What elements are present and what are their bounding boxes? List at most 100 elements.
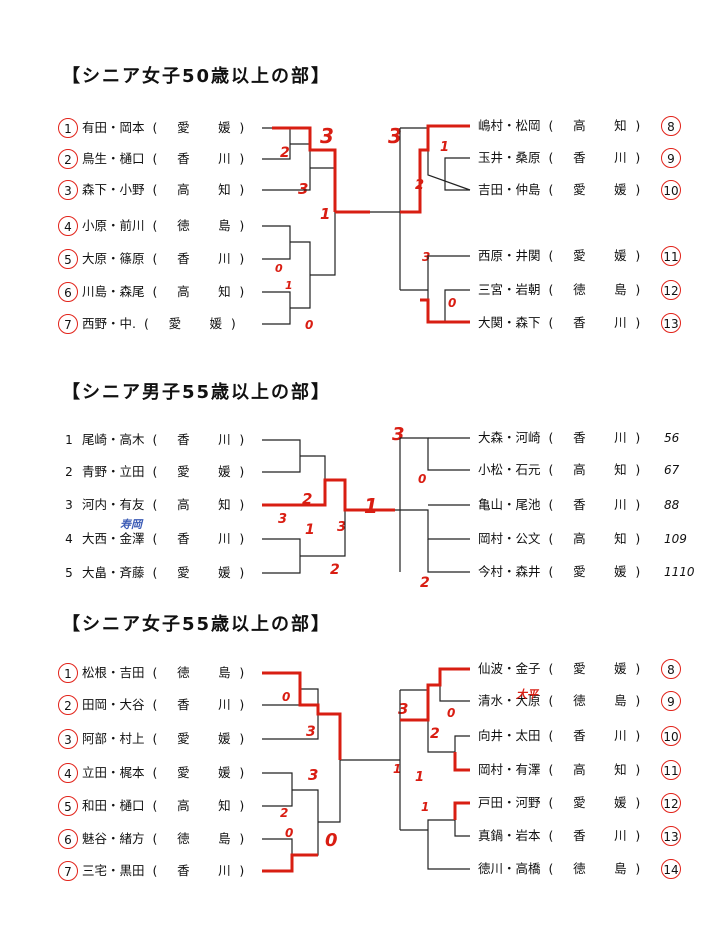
handwritten-score: 3: [320, 124, 334, 148]
handwritten-score: 2: [430, 726, 440, 742]
entry-right: 嶋村・松岡(高知): [478, 116, 640, 136]
player-names: 有田・岡本: [82, 120, 145, 135]
entry-left: 鳥生・樋口(香川): [82, 149, 244, 169]
bracket-right: [439, 668, 470, 702]
entry-left: 尾崎・高木(香川): [82, 430, 244, 450]
prefecture-char: 川: [218, 432, 231, 447]
section-title: 【シニア男子55歳以上の部】: [62, 382, 332, 403]
player-names: 大畠・斉藤: [82, 565, 145, 580]
bracket-left: [262, 538, 301, 574]
prefecture-char: 愛: [177, 565, 190, 580]
bracket-right: [427, 684, 455, 753]
bracket-right: [427, 819, 470, 870]
bracket-left: [262, 127, 291, 160]
seed-number: 5: [58, 796, 78, 816]
prefecture-char: 徳: [573, 861, 586, 876]
section-title: 【シニア女子50歳以上の部】: [62, 66, 332, 87]
seed-number: 12: [661, 280, 681, 300]
prefecture-char: 徳: [177, 218, 190, 233]
bracket-right: [427, 255, 470, 323]
prefecture-char: 川: [614, 497, 627, 512]
prefecture-char: 愛: [177, 120, 190, 135]
prefecture-char: 川: [218, 863, 231, 878]
seed-number: 88: [664, 498, 680, 512]
handwritten-score: 1: [440, 140, 450, 155]
handwritten-score: 1: [421, 800, 430, 814]
prefecture-char: 愛: [168, 316, 182, 331]
entry-left: 有田・岡本(愛媛): [82, 118, 244, 138]
entry-left: 河内・有友(高知): [82, 495, 244, 515]
entry-left: 森下・小野(高知): [82, 180, 244, 200]
prefecture: (高知): [153, 495, 245, 515]
handwritten-score: 3: [337, 520, 347, 535]
prefecture-char: 愛: [573, 795, 586, 810]
prefecture: (高知): [549, 460, 641, 480]
seed-number: 13: [661, 826, 681, 846]
prefecture-char: 媛: [218, 565, 231, 580]
player-names: 仙波・金子: [478, 661, 541, 676]
player-names: 青野・立田: [82, 464, 145, 479]
seed-number: 14: [661, 859, 681, 879]
prefecture-char: 川: [218, 531, 231, 546]
seed-number: 1110: [664, 565, 695, 579]
prefecture-char: 知: [614, 531, 627, 546]
winner-path: [262, 671, 342, 760]
prefecture: (高知): [549, 116, 641, 136]
seed-number: 4: [65, 532, 73, 546]
bracket-left: [262, 439, 301, 473]
prefecture-char: 愛: [573, 248, 586, 263]
prefecture-char: 島: [218, 665, 231, 680]
prefecture-char: 香: [177, 863, 190, 878]
handwritten-score: 0: [325, 830, 338, 851]
player-names: 魅谷・緒方: [82, 831, 145, 846]
prefecture-char: 川: [614, 315, 627, 330]
prefecture-char: 川: [218, 151, 231, 166]
bracket-right: [444, 289, 470, 322]
seed-number: 2: [58, 149, 78, 169]
player-names: 玉井・桑原: [478, 150, 541, 165]
entry-right: 向井・太田(香川): [478, 726, 640, 746]
winner-path: [262, 853, 318, 873]
prefecture-char: 媛: [218, 765, 231, 780]
entry-right: 戸田・河野(愛媛): [478, 793, 640, 813]
entry-right: 大森・河崎(香川): [478, 428, 640, 448]
entry-right: 吉田・仲島(愛媛): [478, 180, 640, 200]
bracket-left: [262, 772, 293, 807]
prefecture: (愛媛): [549, 246, 641, 266]
bracket-left: [310, 167, 336, 276]
prefecture-char: 高: [177, 182, 190, 197]
bracket-right: [427, 539, 470, 573]
entry-left: 川島・森尾(高知): [82, 282, 244, 302]
prefecture: (愛媛): [144, 314, 236, 334]
entry-left: 三宅・黒田(香川): [82, 861, 244, 881]
winner-path: [262, 478, 395, 512]
player-names: 向井・太田: [478, 728, 541, 743]
handwritten-score: 1: [305, 522, 315, 538]
prefecture: (徳島): [153, 216, 245, 236]
prefecture-char: 川: [614, 150, 627, 165]
prefecture-char: 徳: [573, 693, 586, 708]
entry-left: 小原・前川(徳島): [82, 216, 244, 236]
prefecture-char: 島: [614, 693, 627, 708]
handwritten-score: 1: [285, 279, 293, 292]
seed-number: 11: [661, 760, 681, 780]
seed-number: 3: [58, 180, 78, 200]
prefecture-char: 媛: [209, 316, 223, 331]
entry-right: 清水・大原(徳島): [478, 691, 640, 711]
prefecture-char: 知: [614, 762, 627, 777]
player-names: 大原・篠原: [82, 251, 145, 266]
seed-number: 3: [58, 729, 78, 749]
seed-number: 1: [58, 663, 78, 683]
player-names: 田岡・大谷: [82, 697, 145, 712]
prefecture-char: 知: [218, 284, 231, 299]
seed-number: 10: [661, 180, 681, 200]
prefecture-char: 媛: [218, 120, 231, 135]
seed-number: 5: [58, 249, 78, 269]
player-names: 吉田・仲島: [478, 182, 541, 197]
seed-number: 4: [58, 216, 78, 236]
winner-path: [400, 124, 470, 214]
seed-number: 13: [661, 313, 681, 333]
entry-left: 立田・梶本(愛媛): [82, 763, 244, 783]
bracket-left: [292, 789, 319, 856]
prefecture-char: 愛: [573, 564, 586, 579]
